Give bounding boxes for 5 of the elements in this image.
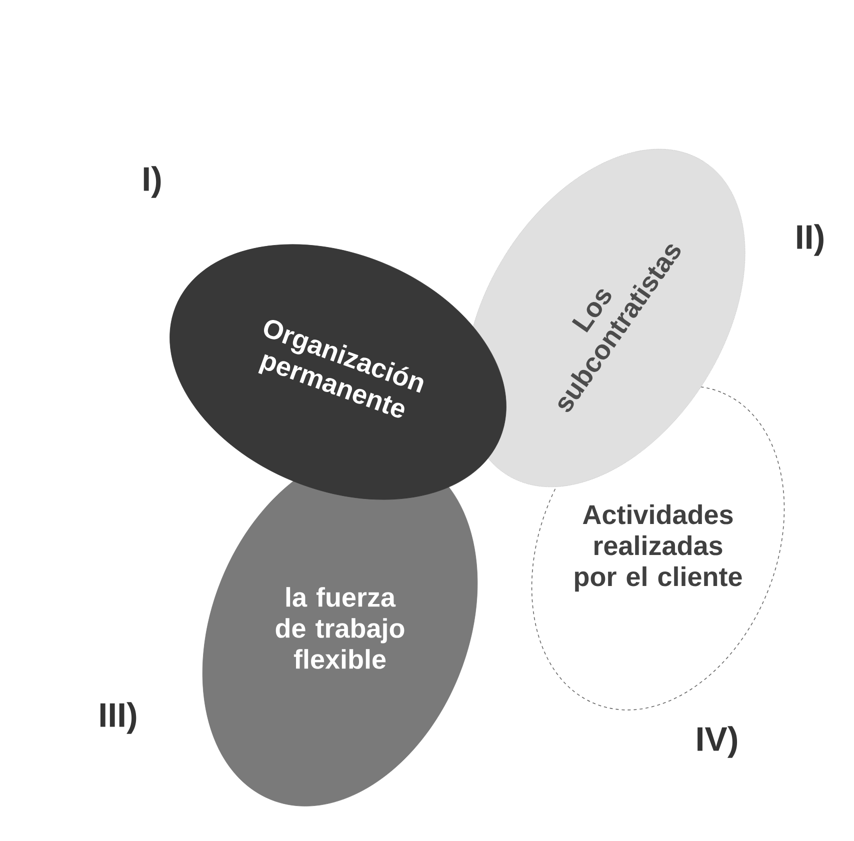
roman-numeral: IV): [698, 726, 738, 758]
ellipse-region: la fuerza de trabajo flexible: [202, 450, 478, 806]
roman-numeral: II): [797, 224, 824, 256]
roman-numeral: I): [144, 166, 161, 198]
roman-numeral: III): [100, 702, 136, 734]
